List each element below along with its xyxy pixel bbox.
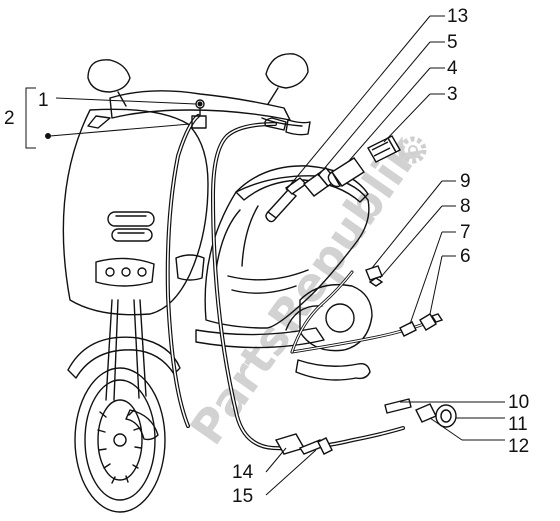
part-11-grommet: [435, 404, 457, 428]
callout-6: 6: [460, 246, 471, 267]
engine: [299, 283, 373, 352]
part-3-sleeve: [367, 135, 401, 163]
handlebar-right: [285, 119, 311, 136]
connector-dot: [45, 133, 51, 139]
leader-lines: [25, 15, 505, 496]
headlight: [95, 257, 155, 287]
callout-13: 13: [447, 6, 468, 27]
brake-cable: [165, 114, 200, 428]
scooter-illustration: [62, 53, 373, 513]
callout-9: 9: [460, 171, 471, 192]
bracket-part-2: [25, 87, 36, 149]
front-wheel: [74, 367, 166, 513]
brake-caliper: [125, 409, 159, 441]
part-4-bushing: [327, 157, 365, 188]
engine-cover: [325, 303, 355, 333]
callout-7: 7: [460, 222, 471, 243]
cable-assembly: [165, 99, 426, 451]
exhaust: [295, 359, 371, 381]
callout-14: 14: [232, 462, 254, 483]
part-14-clip: [274, 433, 306, 455]
mirror-left: [87, 59, 131, 107]
grille: [107, 211, 155, 242]
handlebar-left: [87, 115, 111, 129]
floorboard: [195, 327, 325, 349]
callout-3: 3: [447, 84, 458, 105]
callout-10: 10: [508, 392, 529, 413]
callout-4: 4: [447, 58, 458, 79]
callout-labels: 2 1 13 5 4 3 9 8 7 6 10 11 12 14 15: [4, 6, 529, 507]
callout-12: 12: [508, 436, 529, 457]
cable-clamp: [191, 115, 207, 129]
part-15-screw: [298, 437, 333, 455]
body-panel: [204, 175, 370, 329]
lever: [261, 117, 303, 127]
callout-2: 2: [4, 108, 15, 129]
front-fork: [105, 299, 147, 401]
cable-end-fitting: [384, 398, 412, 414]
part-12-cap: [415, 403, 437, 423]
mirror-right: [265, 53, 309, 105]
indicator: [175, 254, 205, 281]
part-7-bolt: [399, 321, 417, 337]
callout-15: 15: [232, 486, 253, 507]
callout-8: 8: [460, 196, 471, 217]
gear-icon: [399, 136, 427, 164]
callout-5: 5: [447, 32, 458, 53]
part-13-cable-sleeve: [265, 177, 308, 223]
loose-parts: [265, 135, 457, 455]
part-9-nut: [365, 265, 384, 287]
seat: [235, 165, 369, 203]
callout-1: 1: [38, 90, 49, 111]
front-mudguard: [67, 336, 181, 379]
callout-11: 11: [508, 414, 528, 435]
part-6-screw: [419, 313, 444, 331]
